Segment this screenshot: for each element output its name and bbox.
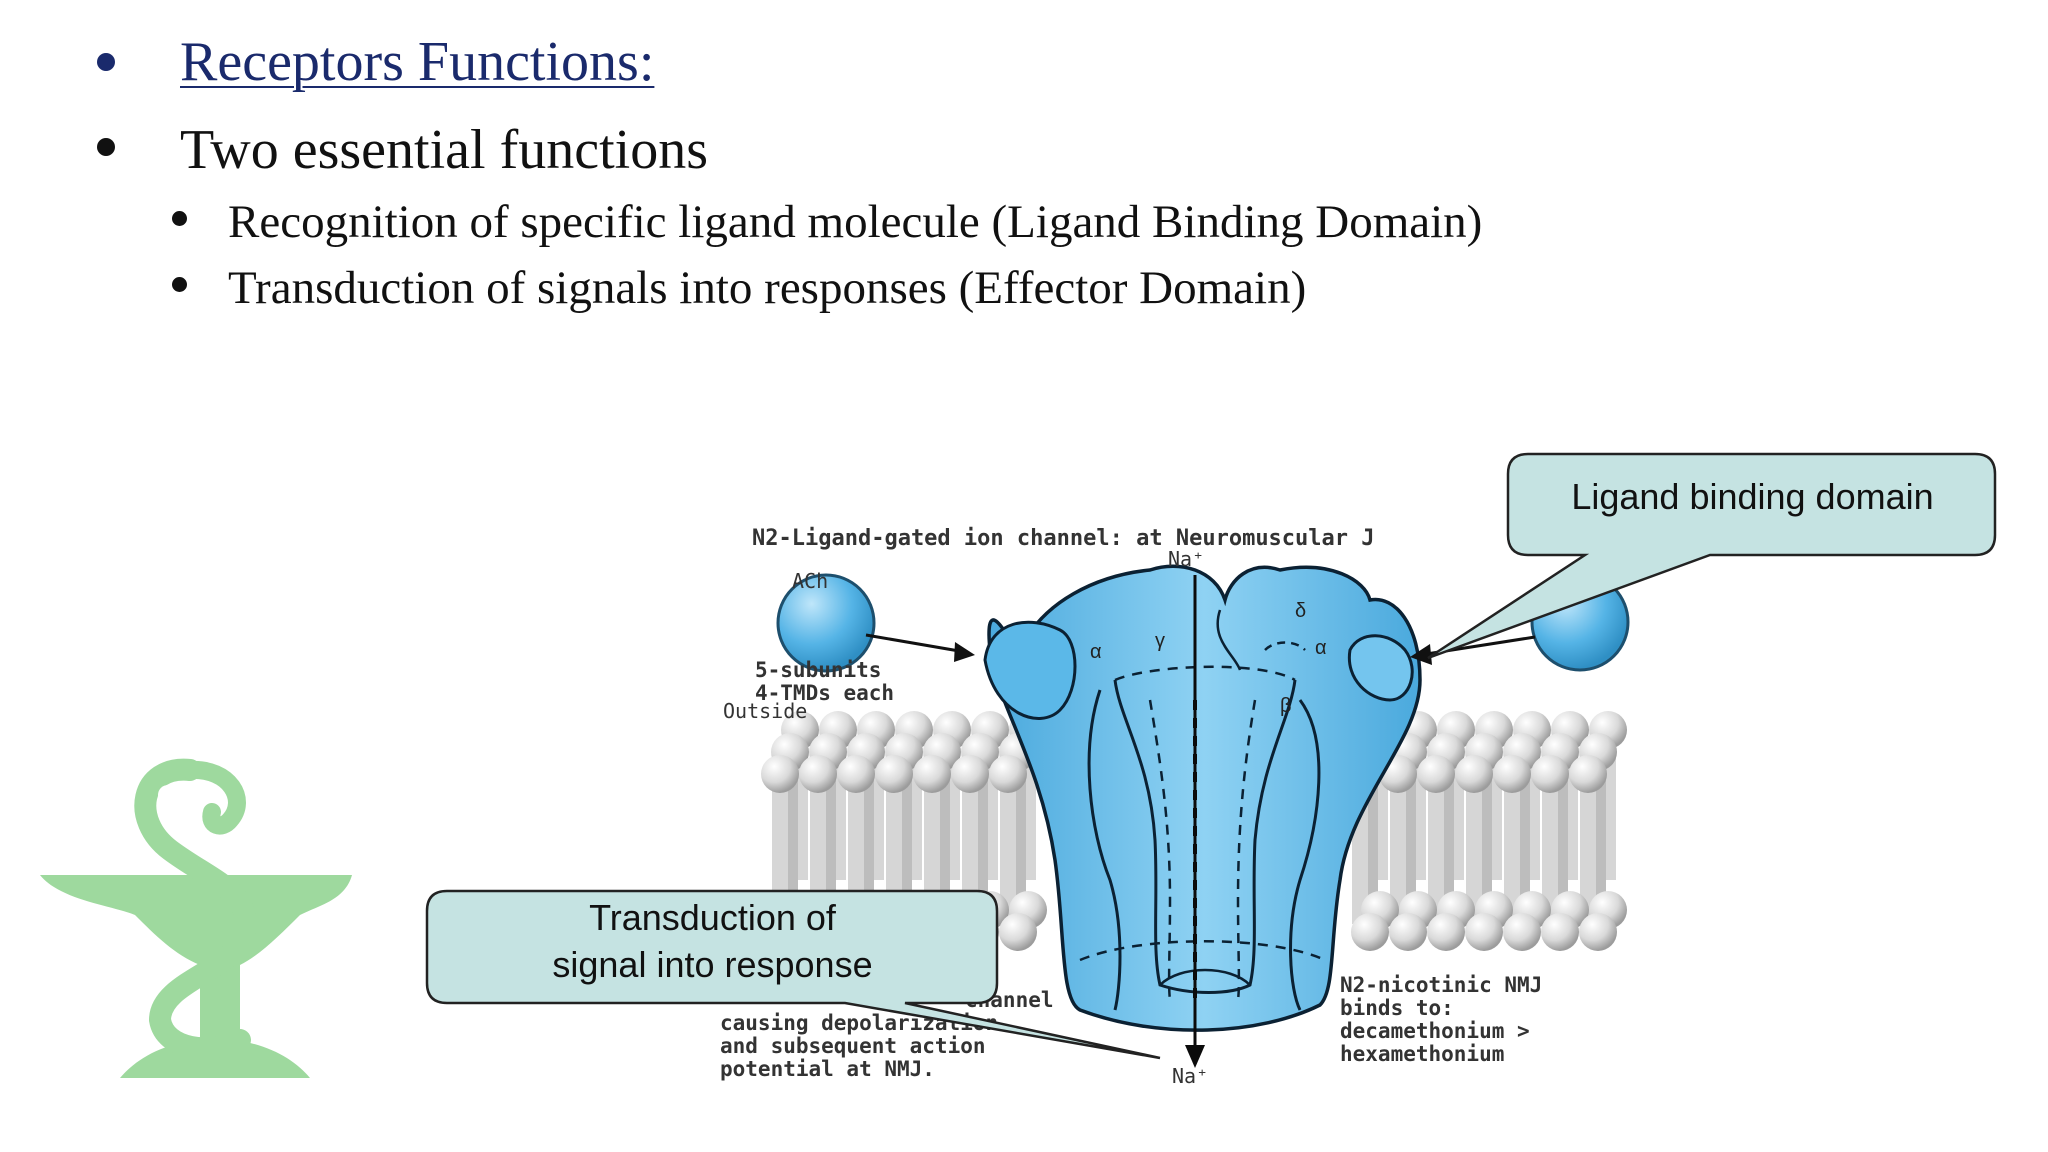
subunit-alpha-1: α: [1090, 641, 1102, 663]
left-note-line-3: and subsequent action: [720, 1034, 986, 1058]
lipid-head: [1465, 913, 1503, 951]
ligand-binding-callout-text: Ligand binding domain: [1571, 476, 1934, 517]
na-top-label: Na⁺: [1168, 547, 1204, 571]
transduction-callout: [425, 889, 1161, 1060]
sub-bullet-recognition: Recognition of specific ligand molecule …: [228, 196, 1483, 248]
lipid-tail: [1390, 774, 1406, 924]
lipid-head: [989, 755, 1027, 793]
subunit-delta: δ: [1295, 600, 1306, 622]
outside-label: Outside: [723, 699, 807, 723]
main-bullet: Two essential functions: [180, 119, 708, 181]
bullet-dot: [97, 53, 115, 71]
lipid-head: [1389, 913, 1427, 951]
right-note-line-3: decamethonium >: [1340, 1019, 1530, 1043]
lipid-head: [999, 913, 1037, 951]
transduction-callout-text: Transduction of signal into response: [430, 894, 995, 988]
lipid-head: [837, 755, 875, 793]
lipid-tail: [924, 774, 940, 924]
subunit-beta: β: [1280, 695, 1292, 717]
right-note-line-1: N2-nicotinic NMJ: [1340, 973, 1542, 997]
subunit-gamma: γ: [1155, 630, 1165, 652]
lipid-tail: [1504, 774, 1520, 924]
right-note-line-2: binds to:: [1340, 996, 1454, 1020]
lipid-tail: [772, 774, 788, 924]
sub-bullet-dot: [172, 277, 187, 292]
lipid-tail: [1000, 774, 1016, 924]
lipid-head: [761, 755, 799, 793]
bullet-dot: [97, 138, 115, 156]
lipid-tail: [1428, 774, 1444, 924]
ach-binding-arrow-left: [865, 633, 975, 662]
lipid-head: [875, 755, 913, 793]
subunit-alpha-2: α: [1315, 637, 1327, 659]
lipid-tail: [810, 774, 826, 924]
transduction-callout-line-2: signal into response: [552, 944, 873, 985]
channel-protein: [983, 564, 1422, 1032]
ach-label: ACh: [792, 569, 828, 593]
lipid-head: [1541, 913, 1579, 951]
lipid-head: [1569, 755, 1607, 793]
lipid-head: [1531, 755, 1569, 793]
lipid-tail: [848, 774, 864, 924]
transduction-callout-line-1: Transduction of: [589, 897, 836, 938]
lipid-head: [1455, 755, 1493, 793]
lipid-head: [913, 755, 951, 793]
lipid-head: [1579, 913, 1617, 951]
left-note-line-4: potential at NMJ.: [720, 1057, 935, 1081]
lipid-head: [1417, 755, 1455, 793]
lipid-head: [1493, 755, 1531, 793]
ligand-binding-callout: [1427, 452, 1997, 660]
lipid-tail: [1542, 774, 1558, 924]
lipid-head: [1427, 913, 1465, 951]
ach-molecule-left: [776, 573, 876, 673]
subunits-label: 5-subunits: [755, 658, 881, 682]
na-bottom-label: Na⁺: [1172, 1064, 1208, 1088]
lipid-tail: [886, 774, 902, 924]
lipid-head: [799, 755, 837, 793]
sub-bullet-transduction: Transduction of signals into responses (…: [228, 262, 1307, 314]
lipid-head: [951, 755, 989, 793]
lipid-head: [1503, 913, 1541, 951]
bowl-of-hygieia-icon: [40, 758, 352, 1078]
lipid-head: [1351, 913, 1389, 951]
sub-bullet-dot: [172, 211, 187, 226]
tmds-label: 4-TMDs each: [755, 681, 894, 705]
lipid-tail: [962, 774, 978, 924]
ion-flow-arrow: [1185, 575, 1205, 1068]
lipid-tail: [1580, 774, 1596, 924]
diagram-heading: N2-Ligand-gated ion channel: at Neuromus…: [752, 526, 1375, 551]
right-note-line-4: hexamethonium: [1340, 1042, 1504, 1066]
slide-title: Receptors Functions:: [180, 31, 655, 93]
lipid-tail: [1466, 774, 1482, 924]
